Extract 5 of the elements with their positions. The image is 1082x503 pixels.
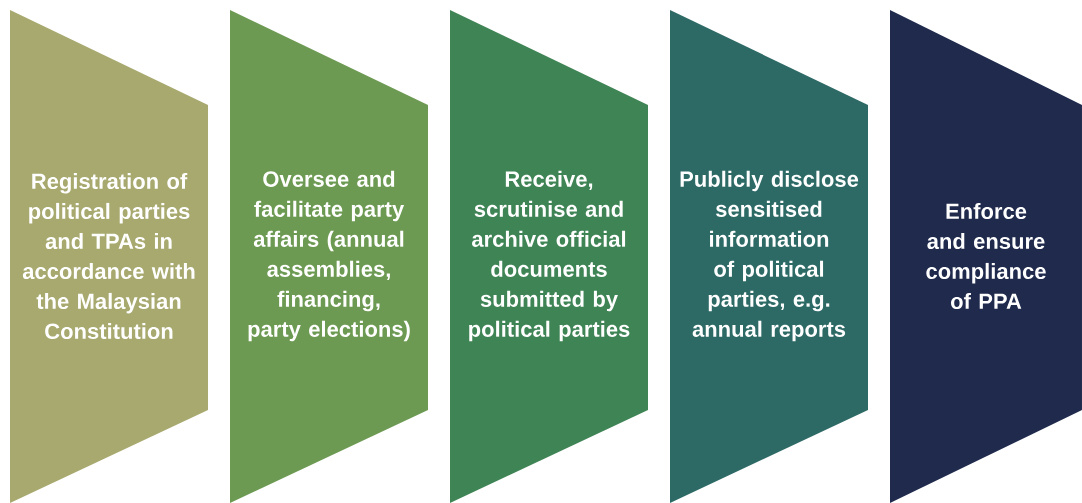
chevron-box: Oversee and facilitate party affairs (annual assemblies, financing, party elections): [230, 10, 428, 503]
chevron-box: Receive, scrutinise and archive official documents submitted by political parties: [450, 10, 648, 503]
chevron-box: Publicly disclose sensitised information of political parties, e.g. annual reports: [670, 10, 868, 503]
chevron-box: Registration of political parties and TPAs in accordance with the Malaysian Constitution: [10, 10, 208, 503]
chevron-box: Enforce and ensure compliance of PPA: [890, 10, 1082, 503]
